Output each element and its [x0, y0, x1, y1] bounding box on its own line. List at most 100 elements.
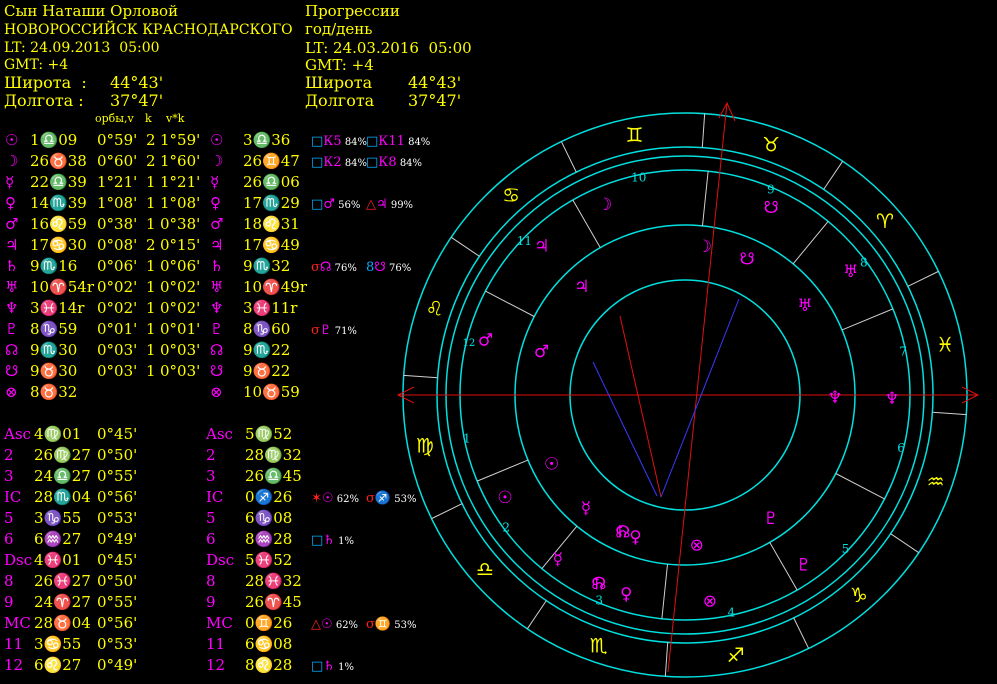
aspect-percent: 1%: [334, 536, 354, 547]
planet-glyph-icon: ♄: [592, 574, 607, 594]
aspect-entry: □К2 84%: [311, 155, 367, 170]
aspect-planet: К2: [323, 155, 342, 170]
prog-house-label: MC: [206, 614, 233, 632]
prog-planet-position: 17♋49: [243, 236, 300, 254]
planet-symbol: ♄: [5, 257, 19, 275]
sign-divider: [823, 160, 844, 190]
planet-k: 1: [146, 341, 156, 359]
planet-glyph-icon: ☊: [591, 574, 606, 594]
planet-glyph-icon: ♀: [620, 584, 632, 604]
planet-natal-position: 16♌59: [30, 215, 87, 233]
planet-k: 1: [146, 215, 156, 233]
prog-lon-label: Долгота: [305, 91, 375, 110]
prog-house-label: 8: [206, 572, 216, 590]
house-number: 2: [502, 520, 510, 534]
aspect-glyph: □: [366, 134, 379, 149]
planet-k: 1: [146, 257, 156, 275]
aspect-line: [619, 315, 662, 498]
zodiac-sign-icon: ♓: [936, 332, 954, 356]
house-label: 2: [4, 446, 14, 464]
aspect-planet: К11: [378, 134, 405, 149]
prog-house-label: Asc: [206, 425, 233, 443]
prog-planet-symbol: ♄: [210, 257, 224, 275]
aspect-entry: 8☋ 76%: [366, 260, 411, 275]
aspect-entry: □♄ 1%: [311, 533, 354, 548]
house-number: 10: [631, 170, 646, 184]
house-number: 5: [842, 542, 850, 556]
prog-house-position: 6♑08: [245, 509, 293, 527]
aspect-glyph: □: [311, 533, 324, 548]
planet-glyph-icon: ♇: [796, 556, 811, 576]
planet-natal-position: 9♏16: [30, 257, 78, 275]
axis-arrow-left: [396, 386, 415, 404]
aspect-percent: 71%: [331, 326, 357, 337]
prog-house-position: 28♍32: [245, 446, 302, 464]
planet-orb: 0°02': [97, 299, 138, 317]
prog-planet-position: 10♈49r: [243, 278, 308, 296]
planet-glyph-icon: ♆: [827, 388, 842, 408]
house-orb: 0°56': [97, 488, 138, 506]
aspect-glyph: ✶: [311, 491, 322, 506]
aspect-percent: 76%: [385, 263, 412, 274]
house-orb: 0°50': [97, 572, 138, 590]
aspect-planet: ☊: [319, 260, 332, 275]
planet-glyph-icon: ☽: [697, 237, 712, 257]
house-orb: 0°45': [97, 551, 138, 569]
house-cusp: [661, 564, 669, 619]
house-natal-position: 3♑55: [34, 509, 82, 527]
prog-lon-value: 37°47': [408, 91, 462, 110]
aspect-planet: К8: [378, 155, 397, 170]
house-orb: 0°50': [97, 446, 138, 464]
prog-lat-value: 44°43': [408, 73, 462, 92]
planet-symbol: ♆: [5, 299, 19, 317]
planet-orb: 0°06': [97, 257, 138, 275]
sign-divider: [793, 617, 810, 649]
prog-planet-symbol: ☉: [210, 131, 224, 149]
aspect-percent: 76%: [331, 263, 357, 274]
planet-vk: 0°01': [160, 320, 201, 338]
prog-planet-position: 18♌31: [243, 215, 300, 233]
house-label: 3: [4, 467, 14, 485]
planet-symbol: ☋: [5, 362, 19, 380]
aspect-entry: σ♊ 53%: [366, 617, 416, 632]
col-orb-header: орбы,v: [95, 112, 134, 125]
aspect-glyph: □: [311, 134, 324, 149]
house-orb: 0°53': [97, 635, 138, 653]
planet-symbol: ♀: [5, 194, 16, 212]
planet-glyph-icon: ♃: [534, 237, 549, 257]
planet-glyph-icon: ♅: [797, 296, 812, 316]
zodiac-sign-icon: ♉: [762, 132, 780, 156]
aspect-percent: 62%: [332, 620, 359, 631]
aspect-percent: 53%: [391, 494, 417, 505]
planet-vk: 0°03': [160, 362, 201, 380]
aspect-glyph: □: [311, 659, 324, 674]
prog-subtitle: год/день: [305, 20, 373, 38]
planet-k: 2: [146, 236, 156, 254]
aspect-line: [660, 298, 740, 498]
house-label: IC: [4, 488, 22, 506]
planet-vk: 1°60': [160, 152, 201, 170]
house-cusp: [792, 221, 829, 265]
aspect-planet: ☉: [321, 617, 333, 632]
prog-house-label: 12: [206, 656, 226, 674]
aspect-planet: ♄: [323, 659, 335, 674]
aspect-planet: ♃: [376, 197, 388, 212]
aspect-glyph: σ: [366, 491, 375, 506]
aspect-entry: ✶☉ 62%: [311, 491, 359, 506]
natal-gmt: GMT: +4: [4, 57, 69, 73]
sign-divider: [664, 642, 669, 677]
aspect-glyph: σ: [311, 323, 320, 338]
planet-vk: 0°02': [160, 299, 201, 317]
house-natal-position: 6♒27: [34, 530, 82, 548]
prog-house-label: 5: [206, 509, 216, 527]
planet-symbol: ☽: [5, 152, 19, 170]
natal-name: Сын Наташи Орловой: [4, 2, 179, 20]
house-cusp: [541, 525, 578, 569]
